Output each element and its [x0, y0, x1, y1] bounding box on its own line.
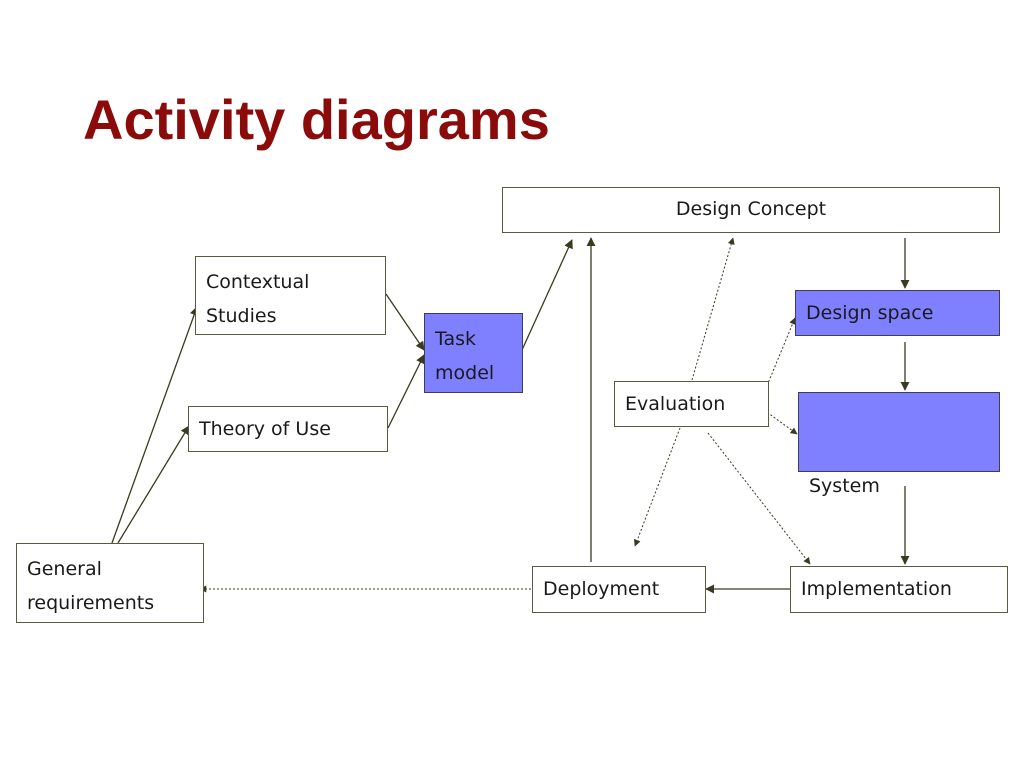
node-design-concept: Design Concept — [502, 187, 1000, 233]
node-task-model: Task model — [424, 313, 523, 393]
edge-evaluation-to-design-concept — [691, 237, 735, 381]
slide-title: Activity diagrams — [83, 88, 550, 151]
node-theory-of-use-label: Theory of Use — [199, 418, 331, 440]
node-general-requirements: General requirements — [16, 543, 204, 623]
node-contextual-studies-line-1: Contextual — [206, 271, 310, 293]
node-system-specification-line-1: System — [809, 475, 880, 497]
node-contextual-studies-line-2: Studies — [206, 305, 277, 327]
node-design-space-label: Design space — [806, 302, 934, 324]
edge-general-requirements-to-theory-of-use — [117, 425, 190, 544]
node-theory-of-use: Theory of Use — [188, 406, 388, 452]
node-contextual-studies: Contextual Studies — [195, 256, 386, 335]
node-task-model-line-2: model — [435, 362, 495, 384]
node-evaluation-label: Evaluation — [625, 393, 726, 415]
edge-general-requirements-to-contextual-studies — [111, 306, 199, 544]
edge-theory-of-use-to-task-model — [387, 354, 425, 429]
node-design-space: Design space — [795, 290, 1000, 336]
node-deployment: Deployment — [532, 566, 706, 613]
edge-contextual-studies-to-task-model — [385, 293, 425, 351]
edge-task-model-to-design-concept — [521, 239, 573, 351]
node-implementation-label: Implementation — [801, 578, 952, 600]
node-deployment-label: Deployment — [543, 578, 660, 600]
node-system-specification: System specification — [798, 392, 1000, 599]
node-design-concept-label: Design Concept — [675, 198, 827, 220]
edge-evaluation-to-design-space — [763, 317, 796, 394]
edge-evaluation-to-deployment — [633, 427, 681, 547]
node-task-model-line-1: Task — [435, 328, 477, 350]
node-evaluation: Evaluation — [614, 381, 769, 427]
node-general-requirements-line-1: General — [27, 558, 102, 580]
edge-evaluation-to-implementation — [707, 432, 811, 565]
node-implementation: Implementation — [790, 566, 1008, 613]
edge-evaluation-to-system-specification — [763, 409, 798, 435]
node-general-requirements-line-2: requirements — [27, 592, 155, 614]
